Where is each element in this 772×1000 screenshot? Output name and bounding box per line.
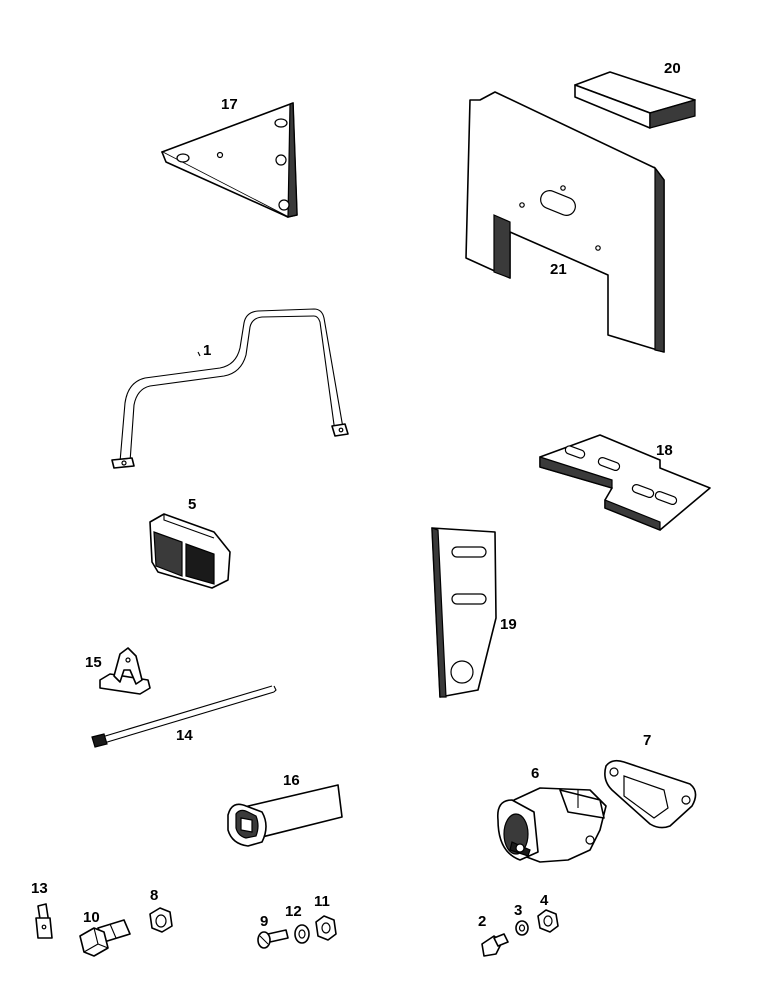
part-18-slotted-bracket bbox=[539, 434, 711, 531]
callout-20: 20 bbox=[664, 60, 681, 77]
part-5-end-cap bbox=[149, 513, 231, 589]
callout-5: 5 bbox=[188, 496, 197, 513]
part-11-nut bbox=[315, 915, 337, 941]
part-9-screw bbox=[257, 929, 289, 949]
callout-17: 17 bbox=[221, 96, 238, 113]
part-15-clip bbox=[99, 647, 151, 695]
part-17-triangular-plate bbox=[161, 102, 298, 218]
callout-2: 2 bbox=[478, 913, 487, 930]
callout-1: 1 bbox=[203, 342, 212, 359]
part-7-gasket bbox=[604, 759, 697, 829]
callout-19: 19 bbox=[500, 616, 517, 633]
part-1-bent-strap bbox=[111, 308, 349, 469]
part-2-small-bolt bbox=[481, 933, 509, 957]
callout-18: 18 bbox=[656, 442, 673, 459]
callout-15: 15 bbox=[85, 654, 102, 671]
part-21-bracket-plate bbox=[465, 91, 665, 353]
callout-10: 10 bbox=[83, 909, 100, 926]
part-10-hex-bolt bbox=[79, 919, 131, 957]
callout-8: 8 bbox=[150, 887, 159, 904]
callout-16: 16 bbox=[283, 772, 300, 789]
part-8-hex-nut bbox=[149, 907, 173, 933]
part-12-washer bbox=[294, 924, 310, 944]
callout-12: 12 bbox=[285, 903, 302, 920]
callout-14: 14 bbox=[176, 727, 193, 744]
callout-7: 7 bbox=[643, 732, 652, 749]
part-14-cable-tie bbox=[91, 685, 277, 748]
callout-4: 4 bbox=[540, 892, 549, 909]
part-19-tapered-strap bbox=[431, 527, 497, 698]
part-20-block bbox=[574, 71, 696, 129]
callout-9: 9 bbox=[260, 913, 269, 930]
callout-6: 6 bbox=[531, 765, 540, 782]
part-4-nut bbox=[537, 909, 559, 933]
part-13-terminal bbox=[35, 903, 53, 939]
callout-21: 21 bbox=[550, 261, 567, 278]
part-6-socket bbox=[496, 787, 607, 863]
callout-11: 11 bbox=[314, 893, 330, 910]
callout-13: 13 bbox=[31, 880, 48, 897]
leader-line bbox=[197, 351, 201, 357]
part-3-washer bbox=[515, 920, 529, 936]
callout-3: 3 bbox=[514, 902, 523, 919]
part-16-edge-trim bbox=[227, 784, 343, 847]
